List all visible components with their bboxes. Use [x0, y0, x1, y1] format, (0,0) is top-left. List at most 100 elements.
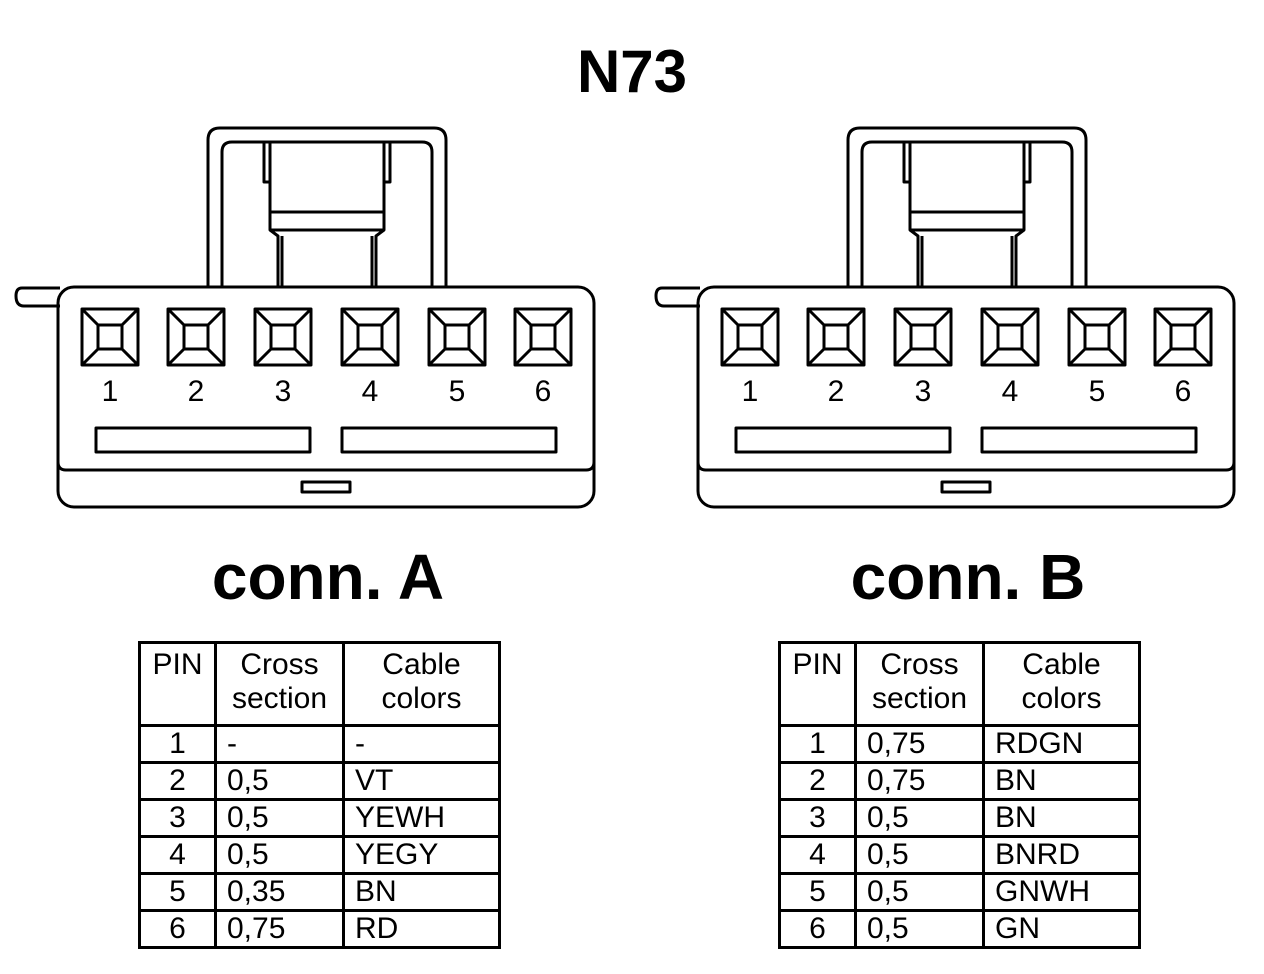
cross-section-cell: 0,5	[854, 909, 985, 949]
cable-color-cell: BN	[982, 761, 1141, 801]
pin-number-label: 4	[362, 375, 379, 408]
cross-section-cell: 0,5	[214, 835, 345, 875]
pin-cavity-outer	[1153, 307, 1213, 367]
cross-section-cell: 0,75	[854, 724, 985, 764]
pin-cell: 3	[778, 798, 857, 838]
pin-cavity-bevel	[893, 307, 953, 367]
key-slot-left	[94, 426, 312, 454]
pin-cavity-bevel	[806, 307, 866, 367]
pin-number-label: 5	[449, 375, 466, 408]
pin-cavity	[893, 307, 953, 367]
pin-cavity-inner	[182, 323, 210, 351]
cross-section-cell: 0,35	[214, 872, 345, 912]
pin-cavity	[720, 307, 780, 367]
pin-cavity-outer	[166, 307, 226, 367]
pin-number-label: 6	[535, 375, 552, 408]
pin-cavity-outer	[80, 307, 140, 367]
pin-cavity-outer	[513, 307, 573, 367]
latch-outer	[206, 126, 448, 288]
cable-color-cell: RD	[342, 909, 501, 949]
pin-cavity-inner	[822, 323, 850, 351]
pin-cell: 4	[778, 835, 857, 875]
pin-number-label: 1	[742, 375, 759, 408]
pin-number-label: 4	[1002, 375, 1019, 408]
cable-color-cell: GNWH	[982, 872, 1141, 912]
cross-section-cell: 0,75	[214, 909, 345, 949]
side-tab	[654, 286, 700, 308]
latch-lock	[268, 212, 386, 288]
pin-cavity-outer	[253, 307, 313, 367]
cable-color-cell: BNRD	[982, 835, 1141, 875]
pin-cavity-inner	[529, 323, 557, 351]
side-tab	[14, 286, 60, 308]
body-slot	[300, 480, 352, 494]
pin-cavity	[1153, 307, 1213, 367]
pin-cavity-inner	[909, 323, 937, 351]
header-color-line1: Cable	[1022, 648, 1101, 681]
pin-cavity-outer	[806, 307, 866, 367]
body-ledge	[56, 461, 596, 472]
header-color-line2: colors	[1021, 682, 1102, 715]
pin-number-label: 3	[915, 375, 932, 408]
pin-cavity-bevel	[340, 307, 400, 367]
pin-cell: 5	[138, 872, 217, 912]
header-pin-label: PIN	[792, 648, 843, 681]
latch-lock-lines	[270, 228, 384, 288]
latch-inner	[220, 140, 434, 288]
latch-outer	[846, 126, 1088, 288]
header-cross-line2: section	[231, 682, 328, 715]
latch-lock	[908, 212, 1026, 288]
pin-number-label: 6	[1175, 375, 1192, 408]
pin-cavity-inner	[1169, 323, 1197, 351]
pin-cavity	[427, 307, 487, 367]
pin-cavity-inner	[736, 323, 764, 351]
pin-cavity-bevel	[513, 307, 573, 367]
pin-cell: 3	[138, 798, 217, 838]
header-pin-label: PIN	[152, 648, 203, 681]
latch-tab	[262, 142, 392, 214]
pin-cavity-bevel	[720, 307, 780, 367]
header-color-line2: colors	[381, 682, 462, 715]
cable-color-cell: YEGY	[342, 835, 501, 875]
pin-cavity-outer	[893, 307, 953, 367]
pin-cavity	[166, 307, 226, 367]
pin-cell: 2	[778, 761, 857, 801]
pin-cavity-inner	[443, 323, 471, 351]
header-pin: PIN	[778, 641, 857, 727]
pin-cavity-bevel	[980, 307, 1040, 367]
pin-cavity-outer	[1067, 307, 1127, 367]
pin-cavity-inner	[1083, 323, 1111, 351]
header-cross-line1: Cross	[240, 648, 319, 681]
pin-cavity-bevel	[253, 307, 313, 367]
cable-color-cell: BN	[342, 872, 501, 912]
key-slot-right	[980, 426, 1198, 454]
latch-inner	[860, 140, 1074, 288]
pin-cavity-inner	[96, 323, 124, 351]
cable-color-cell: GN	[982, 909, 1141, 949]
cross-section-cell: 0,75	[854, 761, 985, 801]
pin-cell: 5	[778, 872, 857, 912]
cable-color-cell: RDGN	[982, 724, 1141, 764]
cable-color-cell: VT	[342, 761, 501, 801]
pin-cavity	[1067, 307, 1127, 367]
pin-cavity-outer	[427, 307, 487, 367]
pin-cavity-outer	[720, 307, 780, 367]
body-ledge	[696, 461, 1236, 472]
